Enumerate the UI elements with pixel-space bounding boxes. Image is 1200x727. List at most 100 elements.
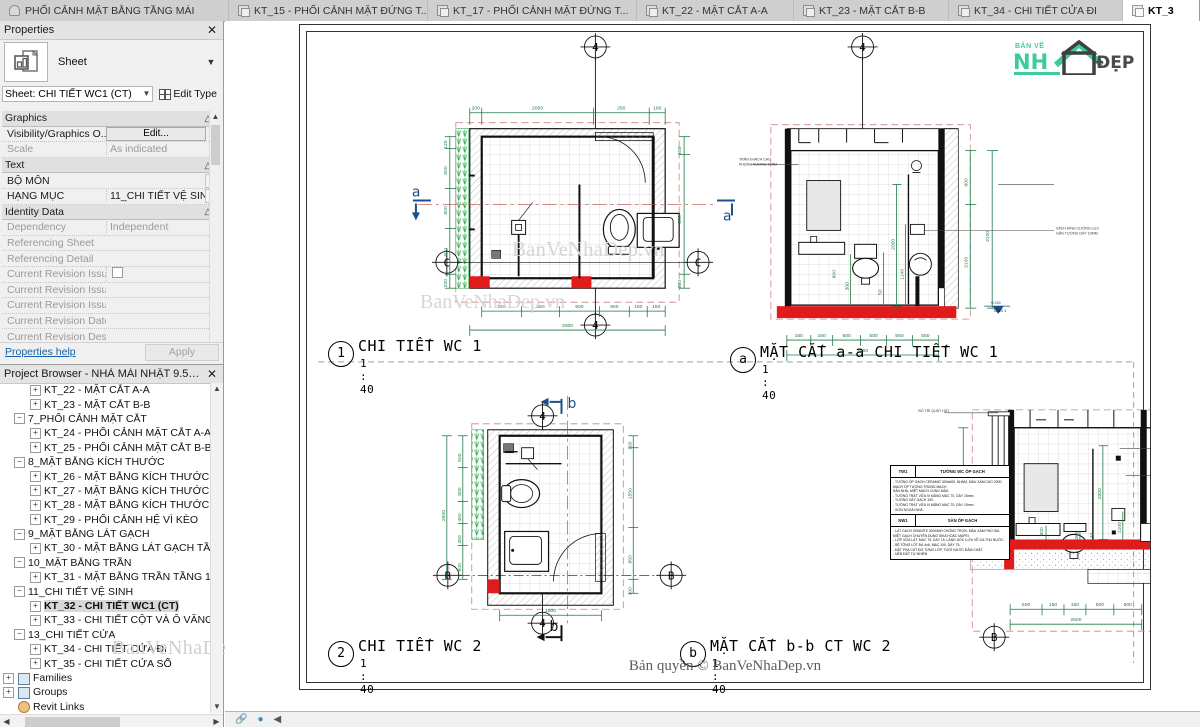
edit-type-button[interactable]: Edit Type xyxy=(155,86,221,102)
tree-item-kt25[interactable]: +KT_25 - PHỐI CẢNH MẶT CẮT B-B xyxy=(0,441,210,455)
link-icon[interactable]: 🔗 xyxy=(235,714,248,725)
tree-item-kt31[interactable]: +KT_31 - MẶT BẰNG TRẦN TẦNG 1 xyxy=(0,570,210,584)
tree-group-8-mat-bang-kich-thuoc[interactable]: −8_MẶT BẰNG KÍCH THƯỚC xyxy=(0,455,210,469)
tree-item-kt29[interactable]: +KT_29 - PHỐI CẢNH HỆ VÌ KÈO xyxy=(0,513,210,527)
tab-kt17[interactable]: KT_17 - PHỐI CẢNH MẶT ĐỨNG T... xyxy=(428,0,637,21)
type-selector-combo[interactable]: Sheet: CHI TIẾT WC1 (CT) ▼ xyxy=(2,85,154,102)
vg-edit-button[interactable]: Edit... xyxy=(106,126,206,142)
project-browser-scrollbar[interactable]: ▲ ▼ xyxy=(210,383,223,713)
property-row-current-revision-issued[interactable]: Current Revision Issu... xyxy=(2,267,219,283)
expander-icon[interactable]: + xyxy=(30,442,41,454)
tree-item-kt27[interactable]: +KT_27 - MẶT BẰNG KÍCH THƯỚC TẦNG xyxy=(0,484,210,498)
scroll-up-icon[interactable]: ▲ xyxy=(213,384,221,393)
tree-item-revit-links[interactable]: Revit Links xyxy=(0,700,210,713)
collapse-icon[interactable]: △ xyxy=(204,159,212,170)
tree-item-kt34[interactable]: +KT_34 - CHI TIẾT CỬA ĐI xyxy=(0,642,210,656)
property-row-current-revision-date[interactable]: Current Revision Date xyxy=(2,314,219,330)
collapse-expander-icon[interactable]: − xyxy=(14,456,25,468)
tree-item-kt28[interactable]: +KT_28 - MẶT BẰNG KÍCH THƯỚC TẦNG xyxy=(0,498,210,512)
expander-icon[interactable]: + xyxy=(30,542,41,554)
tree-item-kt30[interactable]: +KT_30 - MẶT BẰNG LÁT GẠCH TẦNG 1 xyxy=(0,541,210,555)
apply-button[interactable]: Apply xyxy=(145,343,219,361)
tree-group-7-phoi-canh-mat-cat[interactable]: −7_PHỐI CẢNH MẶT CẮT xyxy=(0,412,210,426)
tree-item-kt26[interactable]: +KT_26 - MẶT BẰNG KÍCH THƯỚC TẦNG xyxy=(0,469,210,483)
property-row-referencing-sheet[interactable]: Referencing Sheet xyxy=(2,236,219,252)
chevron-down-icon[interactable]: ▼ xyxy=(206,57,216,67)
collapse-expander-icon[interactable]: − xyxy=(14,629,25,641)
tree-item-kt22[interactable]: +KT_22 - MẶT CẮT A-A xyxy=(0,383,210,397)
tree-group-11-chi-tiet-ve-sinh[interactable]: −11_CHI TIẾT VỆ SINH xyxy=(0,584,210,598)
tree-group-13-chi-tiet-cua[interactable]: −13_CHI TIẾT CỬA xyxy=(0,628,210,642)
tree-item-kt35[interactable]: +KT_35 - CHI TIẾT CỬA SỔ xyxy=(0,656,210,670)
scrollbar-thumb[interactable] xyxy=(25,716,120,727)
property-row-visibility-graphics[interactable]: Visibility/Graphics O... Edit... xyxy=(2,126,219,143)
checkbox[interactable] xyxy=(112,267,123,279)
tab-phoi-canh-mat-bang-tang-mai[interactable]: PHỐI CẢNH MẶT BẰNG TẦNG MÁI xyxy=(0,0,229,21)
expander-icon[interactable]: + xyxy=(3,672,14,684)
collapse-left-icon[interactable]: ◀ xyxy=(273,714,282,725)
tab-kt22[interactable]: KT_22 - MẶT CẮT A-A xyxy=(637,0,794,21)
property-row-referencing-detail[interactable]: Referencing Detail xyxy=(2,251,219,267)
tree-item-kt24[interactable]: +KT_24 - PHỐI CẢNH MẶT CẮT A-A xyxy=(0,426,210,440)
property-row-hang-muc[interactable]: HẠNG MỤC 11_CHI TIẾT VỆ SINH xyxy=(2,189,219,205)
property-row-scale[interactable]: Scale As indicated xyxy=(2,142,219,158)
property-row-current-revision-issued-to[interactable]: Current Revision Issu... xyxy=(2,283,219,299)
expander-icon[interactable]: + xyxy=(30,399,41,411)
scroll-up-icon[interactable]: ▲ xyxy=(211,112,220,121)
properties-help-link[interactable]: Properties help xyxy=(5,346,76,358)
scroll-left-icon[interactable]: ◀ xyxy=(3,717,10,726)
property-row-current-revision-issued-by[interactable]: Current Revision Issu... xyxy=(2,298,219,314)
bulb-icon[interactable]: ● xyxy=(257,714,264,725)
property-value[interactable]: 11_CHI TIẾT VỆ SINH xyxy=(106,190,205,203)
expander-icon[interactable]: + xyxy=(30,471,41,483)
collapse-icon[interactable]: △ xyxy=(204,206,212,217)
tree-item-families[interactable]: +Families xyxy=(0,671,210,685)
collapse-icon[interactable]: △ xyxy=(204,112,212,123)
expander-icon[interactable]: + xyxy=(30,614,41,626)
scroll-down-icon[interactable]: ▼ xyxy=(213,702,221,711)
property-section-graphics[interactable]: Graphics △ xyxy=(2,111,219,127)
svg-text:B: B xyxy=(445,569,452,582)
scroll-right-icon[interactable]: ▶ xyxy=(213,717,220,726)
tab-kt23[interactable]: KT_23 - MẶT CẮT B-B xyxy=(794,0,949,21)
view-scale-text: 1 : 40 xyxy=(360,357,375,396)
expander-icon[interactable]: + xyxy=(30,499,41,511)
collapse-expander-icon[interactable]: − xyxy=(14,528,25,540)
expander-icon[interactable]: + xyxy=(3,686,14,698)
close-icon[interactable]: ✕ xyxy=(206,23,218,37)
collapse-expander-icon[interactable]: − xyxy=(14,413,25,425)
tree-group-9-mat-bang-lat-gach[interactable]: −9_MẶT BẰNG LÁT GẠCH xyxy=(0,527,210,541)
tree-item-kt33[interactable]: +KT_33 - CHI TIẾT CỘT VÀ Ô VĂNG xyxy=(0,613,210,627)
type-selector[interactable]: Sheet ▼ xyxy=(0,40,223,84)
tab-kt34[interactable]: KT_34 - CHI TIẾT CỬA ĐI xyxy=(949,0,1123,21)
property-section-identity-data[interactable]: Identity Data △ xyxy=(2,204,219,221)
expander-icon[interactable]: + xyxy=(30,485,41,497)
expander-icon[interactable]: + xyxy=(30,643,41,655)
expander-icon[interactable]: + xyxy=(30,514,41,526)
close-icon[interactable]: ✕ xyxy=(206,367,218,381)
project-browser-hscrollbar[interactable]: ◀ ▶ xyxy=(0,714,223,727)
tree-group-10-mat-bang-tran[interactable]: −10_MẶT BẰNG TRẦN xyxy=(0,556,210,570)
tab-kt32-active[interactable]: KT_3 xyxy=(1123,0,1200,21)
collapse-expander-icon[interactable]: − xyxy=(14,557,25,569)
expander-icon[interactable]: + xyxy=(30,571,41,583)
tree-item-kt23[interactable]: +KT_23 - MẶT CẮT B-B xyxy=(0,397,210,411)
property-row-dependency[interactable]: Dependency Independent xyxy=(2,220,219,236)
chevron-down-icon[interactable]: ▼ xyxy=(142,89,151,98)
hscroll-track[interactable] xyxy=(13,716,210,727)
property-section-text[interactable]: Text △ xyxy=(2,157,219,174)
properties-scrollbar[interactable]: ▲ ▼ xyxy=(209,111,221,359)
expander-icon[interactable]: + xyxy=(30,427,41,439)
tree-item-label: KT_22 - MẶT CẮT A-A xyxy=(44,384,150,397)
expander-icon[interactable]: + xyxy=(30,658,41,670)
tree-item-groups[interactable]: +Groups xyxy=(0,685,210,699)
tab-kt15[interactable]: KT_15 - PHỐI CẢNH MẶT ĐỨNG T... xyxy=(229,0,428,21)
tree-item-kt32-selected[interactable]: +KT_32 - CHI TIẾT WC1 (CT) xyxy=(0,599,210,613)
drawing-canvas[interactable]: BẢN VẼ NH ĐẸP xyxy=(225,21,1200,727)
expander-icon[interactable]: + xyxy=(30,384,41,396)
svg-text:500: 500 xyxy=(1124,602,1133,608)
expander-icon[interactable]: + xyxy=(30,600,41,612)
property-row-bo-mon[interactable]: BỘ MÔN xyxy=(2,173,219,189)
collapse-expander-icon[interactable]: − xyxy=(14,586,25,598)
scrollbar-thumb[interactable] xyxy=(211,125,220,165)
